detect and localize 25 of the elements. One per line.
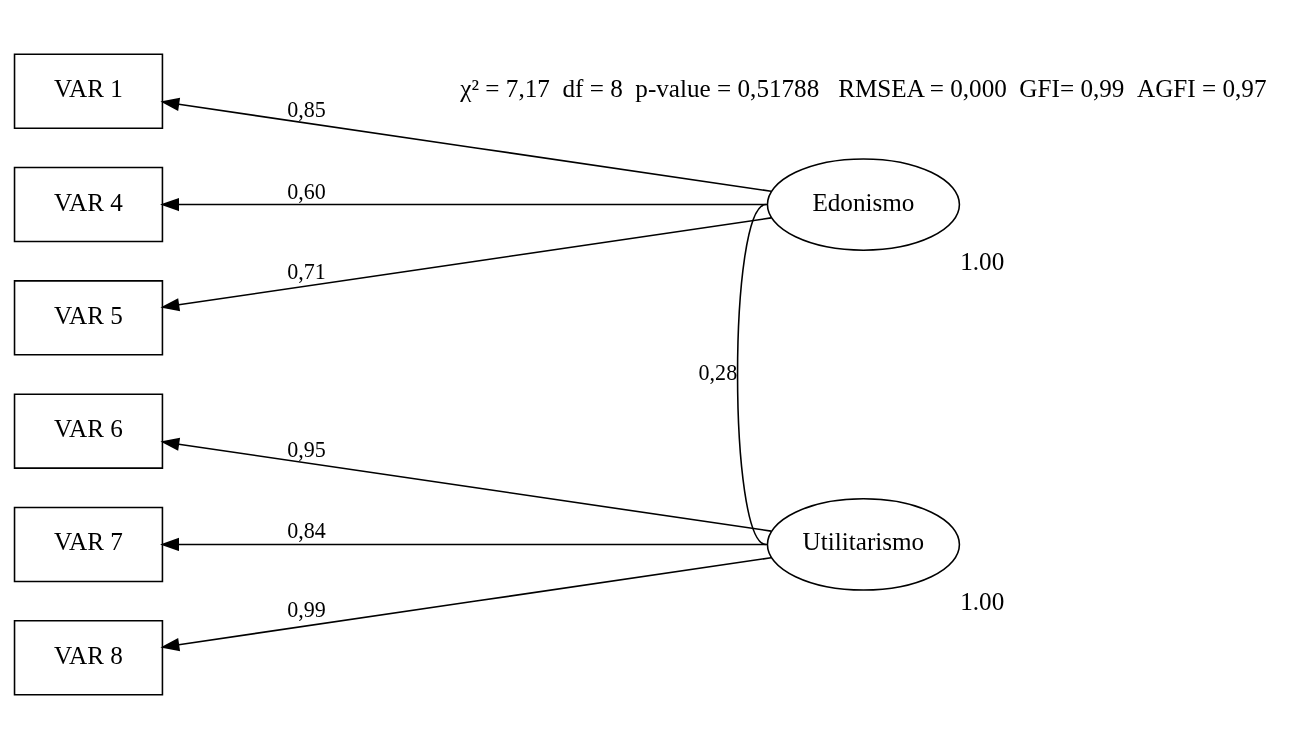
edge-label: 0,84 xyxy=(287,518,326,544)
arrow xyxy=(160,97,772,193)
node-box: VAR 6 xyxy=(13,393,164,469)
arrow xyxy=(160,556,772,652)
connector xyxy=(736,203,767,546)
edge-label: 0,99 xyxy=(287,597,326,623)
node-label: 1.00 xyxy=(960,248,1005,276)
node-box: VAR 5 xyxy=(13,280,164,356)
arrow xyxy=(160,217,772,312)
edge-label: 0,71 xyxy=(287,258,326,284)
node-label: 1.00 xyxy=(960,588,1005,616)
node-box: VAR 7 xyxy=(13,506,164,583)
edge-label: 0,60 xyxy=(287,178,326,204)
edge-label: 0,85 xyxy=(287,96,326,122)
label: χ² = 7,17 df = 8 p-value = 0,51788 RMSEA = 0,000 GFI= 0,99 AGFI = 0,97 xyxy=(460,75,1267,103)
edge-label: 0,28 xyxy=(698,360,738,386)
node-box: VAR 4 xyxy=(13,166,164,243)
node-ellipse: Utilitarismo xyxy=(766,498,961,591)
edge-label: 0,95 xyxy=(287,436,326,462)
node-box: VAR 8 xyxy=(13,619,164,696)
node-box: VAR 1 xyxy=(13,53,164,130)
arrow xyxy=(160,197,768,212)
arrow xyxy=(160,437,772,532)
node-ellipse: Edonismo xyxy=(766,158,961,251)
arrow xyxy=(160,537,768,552)
